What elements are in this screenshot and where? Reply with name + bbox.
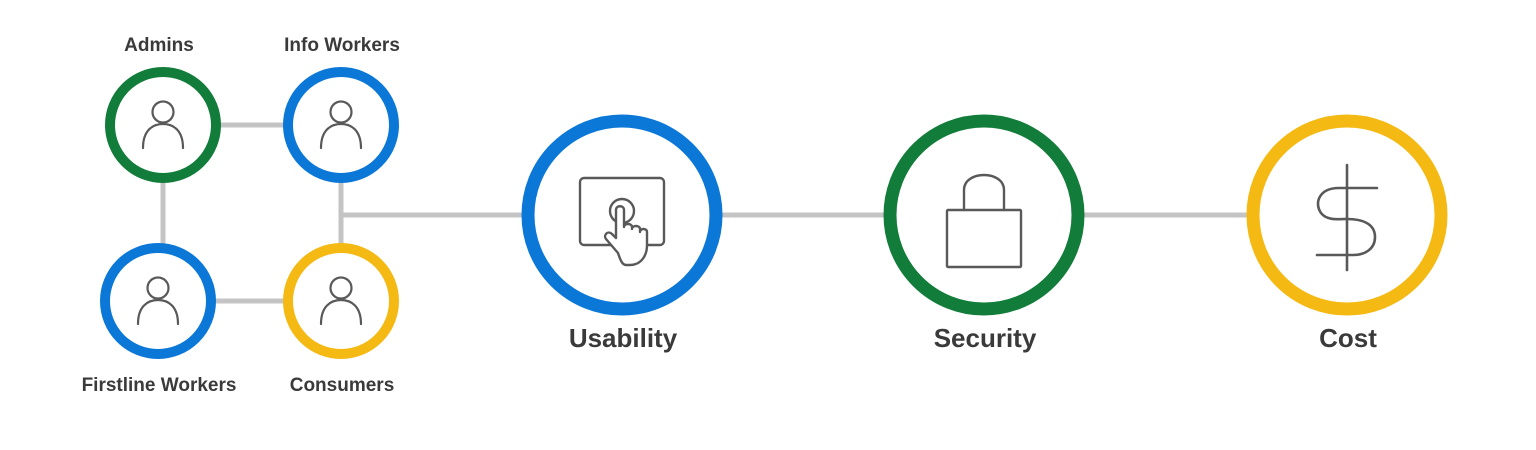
- dollar-icon: [1315, 163, 1379, 272]
- persona-label-firstline-workers: Firstline Workers: [82, 375, 237, 396]
- persona-label-consumers: Consumers: [290, 375, 395, 396]
- person-icon: [141, 100, 185, 150]
- persona-label-admins: Admins: [124, 35, 194, 56]
- person-icon: [136, 276, 180, 326]
- touch-screen-icon: [578, 176, 666, 267]
- connectors: [160, 122, 1252, 304]
- pillar-security: Security: [883, 114, 1085, 353]
- persona-consumers: Consumers: [283, 243, 399, 396]
- pillar-label-cost: Cost: [1319, 323, 1377, 353]
- persona-info-workers: Info Workers: [283, 35, 400, 183]
- pillar-label-security: Security: [934, 323, 1037, 353]
- persona-admins: Admins: [105, 35, 221, 183]
- pillar-ring: [883, 114, 1085, 316]
- person-icon: [319, 276, 363, 326]
- person-icon: [319, 100, 363, 150]
- persona-firstline-workers: Firstline Workers: [82, 243, 237, 396]
- pillar-cost: Cost: [1246, 114, 1448, 353]
- pillar-usability: Usability: [521, 114, 723, 353]
- pillar-label-usability: Usability: [569, 323, 678, 353]
- lock-icon: [945, 173, 1023, 269]
- persona-label-info-workers: Info Workers: [284, 35, 400, 56]
